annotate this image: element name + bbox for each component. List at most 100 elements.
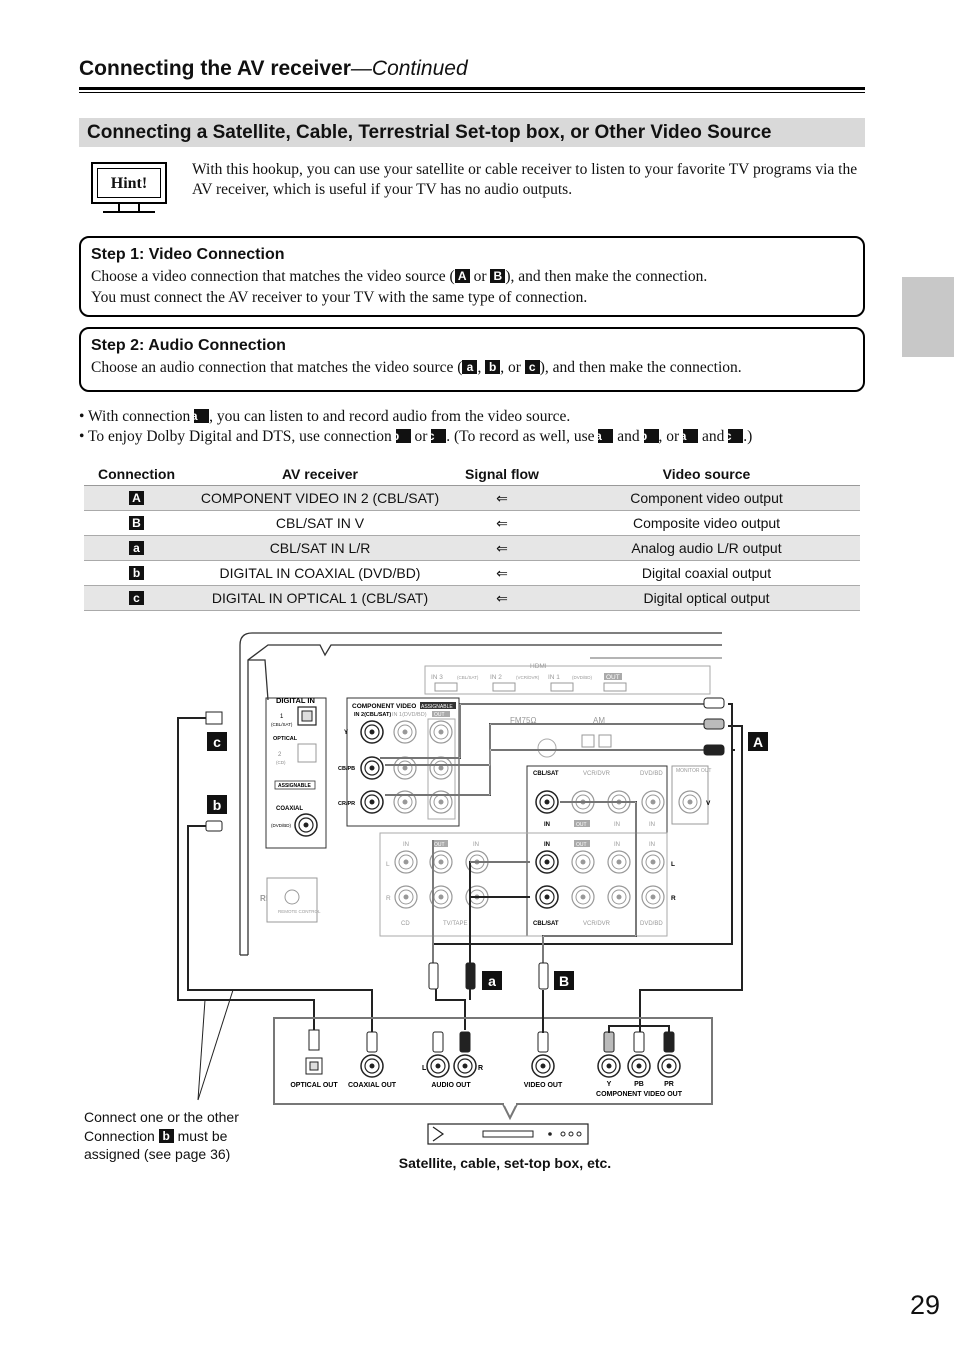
hdmi-in1-sub: (DVD/BD)	[572, 675, 593, 680]
badge-b: b	[158, 1128, 174, 1143]
hint-tv-icon: Hint!	[91, 162, 167, 204]
l-label: L	[671, 861, 675, 868]
in-label: IN	[403, 842, 409, 848]
cbl-sat-label: CBL/SAT	[533, 921, 559, 927]
vcr-dvr-label: VCR/DVR	[583, 771, 611, 777]
table-row: B CBL/SAT IN V ⇐ Composite video output	[84, 510, 860, 536]
dvd-bd-label: DVD/BD	[640, 921, 663, 927]
comp-out-badge	[432, 711, 450, 717]
src-pr-jack	[657, 1054, 681, 1078]
r-label: R	[671, 895, 676, 902]
table-header-receiver: AV receiver	[189, 462, 451, 486]
out-badge	[574, 840, 590, 847]
hdmi-in3-label: IN 3	[431, 674, 443, 681]
header-rule-thin	[79, 92, 865, 93]
bullet-2-and: and	[613, 428, 644, 445]
bullet-2-end: .)	[743, 428, 753, 445]
label-b-badge	[207, 795, 227, 814]
jack	[571, 885, 595, 909]
table-cell-source: Component video output	[553, 485, 860, 511]
out-badge	[574, 820, 590, 827]
table-cell-receiver: CBL/SAT IN V	[189, 510, 451, 536]
step2-text-a: Choose an audio connection that matches …	[91, 359, 463, 376]
bullet-1-text-a: • With connection	[79, 408, 195, 425]
component-pb-jack	[360, 756, 384, 780]
bullet-2-or2: , or	[658, 428, 684, 445]
table-cell-source: Composite video output	[553, 510, 860, 536]
step1-line1: Choose a video connection that matches t…	[91, 266, 853, 287]
out-badge	[432, 840, 448, 847]
table-cell-receiver: COMPONENT VIDEO IN 2 (CBL/SAT)	[189, 485, 451, 511]
badge-b: b	[392, 429, 411, 443]
component-y-jack	[360, 720, 384, 744]
jack	[607, 885, 631, 909]
component-pr-jack	[360, 790, 384, 814]
bullet-list: • With connection a , you can listen to a…	[79, 407, 865, 447]
badge-c: c	[428, 429, 447, 443]
comp-in1-label: IN 1(DVD/BD)	[392, 712, 427, 718]
cable-outlines	[380, 703, 708, 968]
cbl-sat-label: CBL/SAT	[533, 771, 559, 777]
table-header-connection: Connection	[84, 462, 189, 486]
comp-out-group	[427, 718, 456, 820]
hdmi-section: HDMI IN 3 (CBL/SAT) IN 2 (VCR/DVR) IN 1 …	[424, 663, 711, 758]
badge-a: a	[462, 360, 478, 374]
remote-control-label: REMOTE CONTROL	[278, 909, 321, 914]
table-cell-source: Analog audio L/R output	[553, 535, 860, 561]
v-label: V	[706, 800, 711, 807]
step1-text-b: ), and then make the connection.	[505, 268, 708, 285]
hdmi-in3-sub: (CBL/SAT)	[457, 675, 479, 680]
comp-pr-label: CR/PR	[338, 801, 355, 807]
badge-B: B	[490, 269, 506, 283]
src-audio-l-jack	[426, 1054, 450, 1078]
hdmi-port	[550, 682, 574, 692]
bullet-2-mid: . (To record as well, use	[446, 428, 599, 445]
optical-2-sub: (CD)	[276, 760, 286, 765]
src-audio-out-label: AUDIO OUT	[431, 1082, 471, 1089]
cbl-sat-video-jack	[535, 790, 559, 814]
table-cell-connection: b	[84, 560, 189, 586]
src-video-jack	[531, 1054, 555, 1078]
section-title: Connecting a Satellite, Cable, Terrestri…	[79, 118, 865, 147]
src-coaxial-out-label: COAXIAL OUT	[348, 1082, 397, 1089]
am-label: AM	[593, 716, 605, 725]
src-r-label: R	[478, 1065, 483, 1072]
hint-text: With this hookup, you can use your satel…	[192, 161, 858, 198]
bullet-2-or: or	[410, 428, 432, 445]
optical-1-label: 1	[280, 714, 284, 720]
table-cell-source: Digital optical output	[553, 585, 860, 611]
jack	[394, 885, 418, 909]
step2-box: Step 2: Audio Connection Choose an audio…	[79, 327, 865, 392]
badge-c: c	[129, 591, 144, 605]
src-video-out-label: VIDEO OUT	[524, 1082, 563, 1089]
src-coaxial-jack	[360, 1054, 384, 1078]
label-A: A	[753, 734, 763, 750]
bullet-2-and2: and	[698, 428, 729, 445]
in-label: IN	[614, 842, 620, 848]
optical-2-port	[297, 743, 317, 763]
step1-or: or	[469, 268, 491, 285]
monitor-out-label: MONITOR OUT	[676, 768, 711, 774]
bullet-1-text-b: , you can listen to and record audio fro…	[209, 408, 571, 425]
table-cell-source: Digital coaxial output	[553, 560, 860, 586]
am-terminal	[581, 734, 595, 748]
plugs	[205, 697, 725, 990]
hint-tv-base	[103, 211, 155, 213]
connection-labels: c b A a B	[207, 732, 768, 990]
badge-a: a	[595, 429, 614, 443]
note-text-a: Connect one or the other Connection	[84, 1109, 239, 1144]
digital-in-section: DIGITAL IN 1 (CBL/SAT) OPTICAL 2 (CD) AS…	[265, 696, 327, 849]
hdmi-port	[492, 682, 516, 692]
hdmi-out-badge	[604, 673, 622, 680]
hint-label: Hint!	[97, 168, 161, 198]
in-label: IN	[544, 822, 550, 828]
table-cell-connection: c	[84, 585, 189, 611]
step2-text-b: ), and then make the connection.	[539, 359, 742, 376]
vcr-dvr-label: VCR/DVR	[583, 921, 611, 927]
label-a-badge	[482, 971, 502, 990]
ri-label: RI	[260, 894, 268, 903]
src-audio-r-jack	[453, 1054, 477, 1078]
table-cell-receiver: DIGITAL IN COAXIAL (DVD/BD)	[189, 560, 451, 586]
src-y-jack	[597, 1054, 621, 1078]
badge-A: A	[454, 269, 470, 283]
